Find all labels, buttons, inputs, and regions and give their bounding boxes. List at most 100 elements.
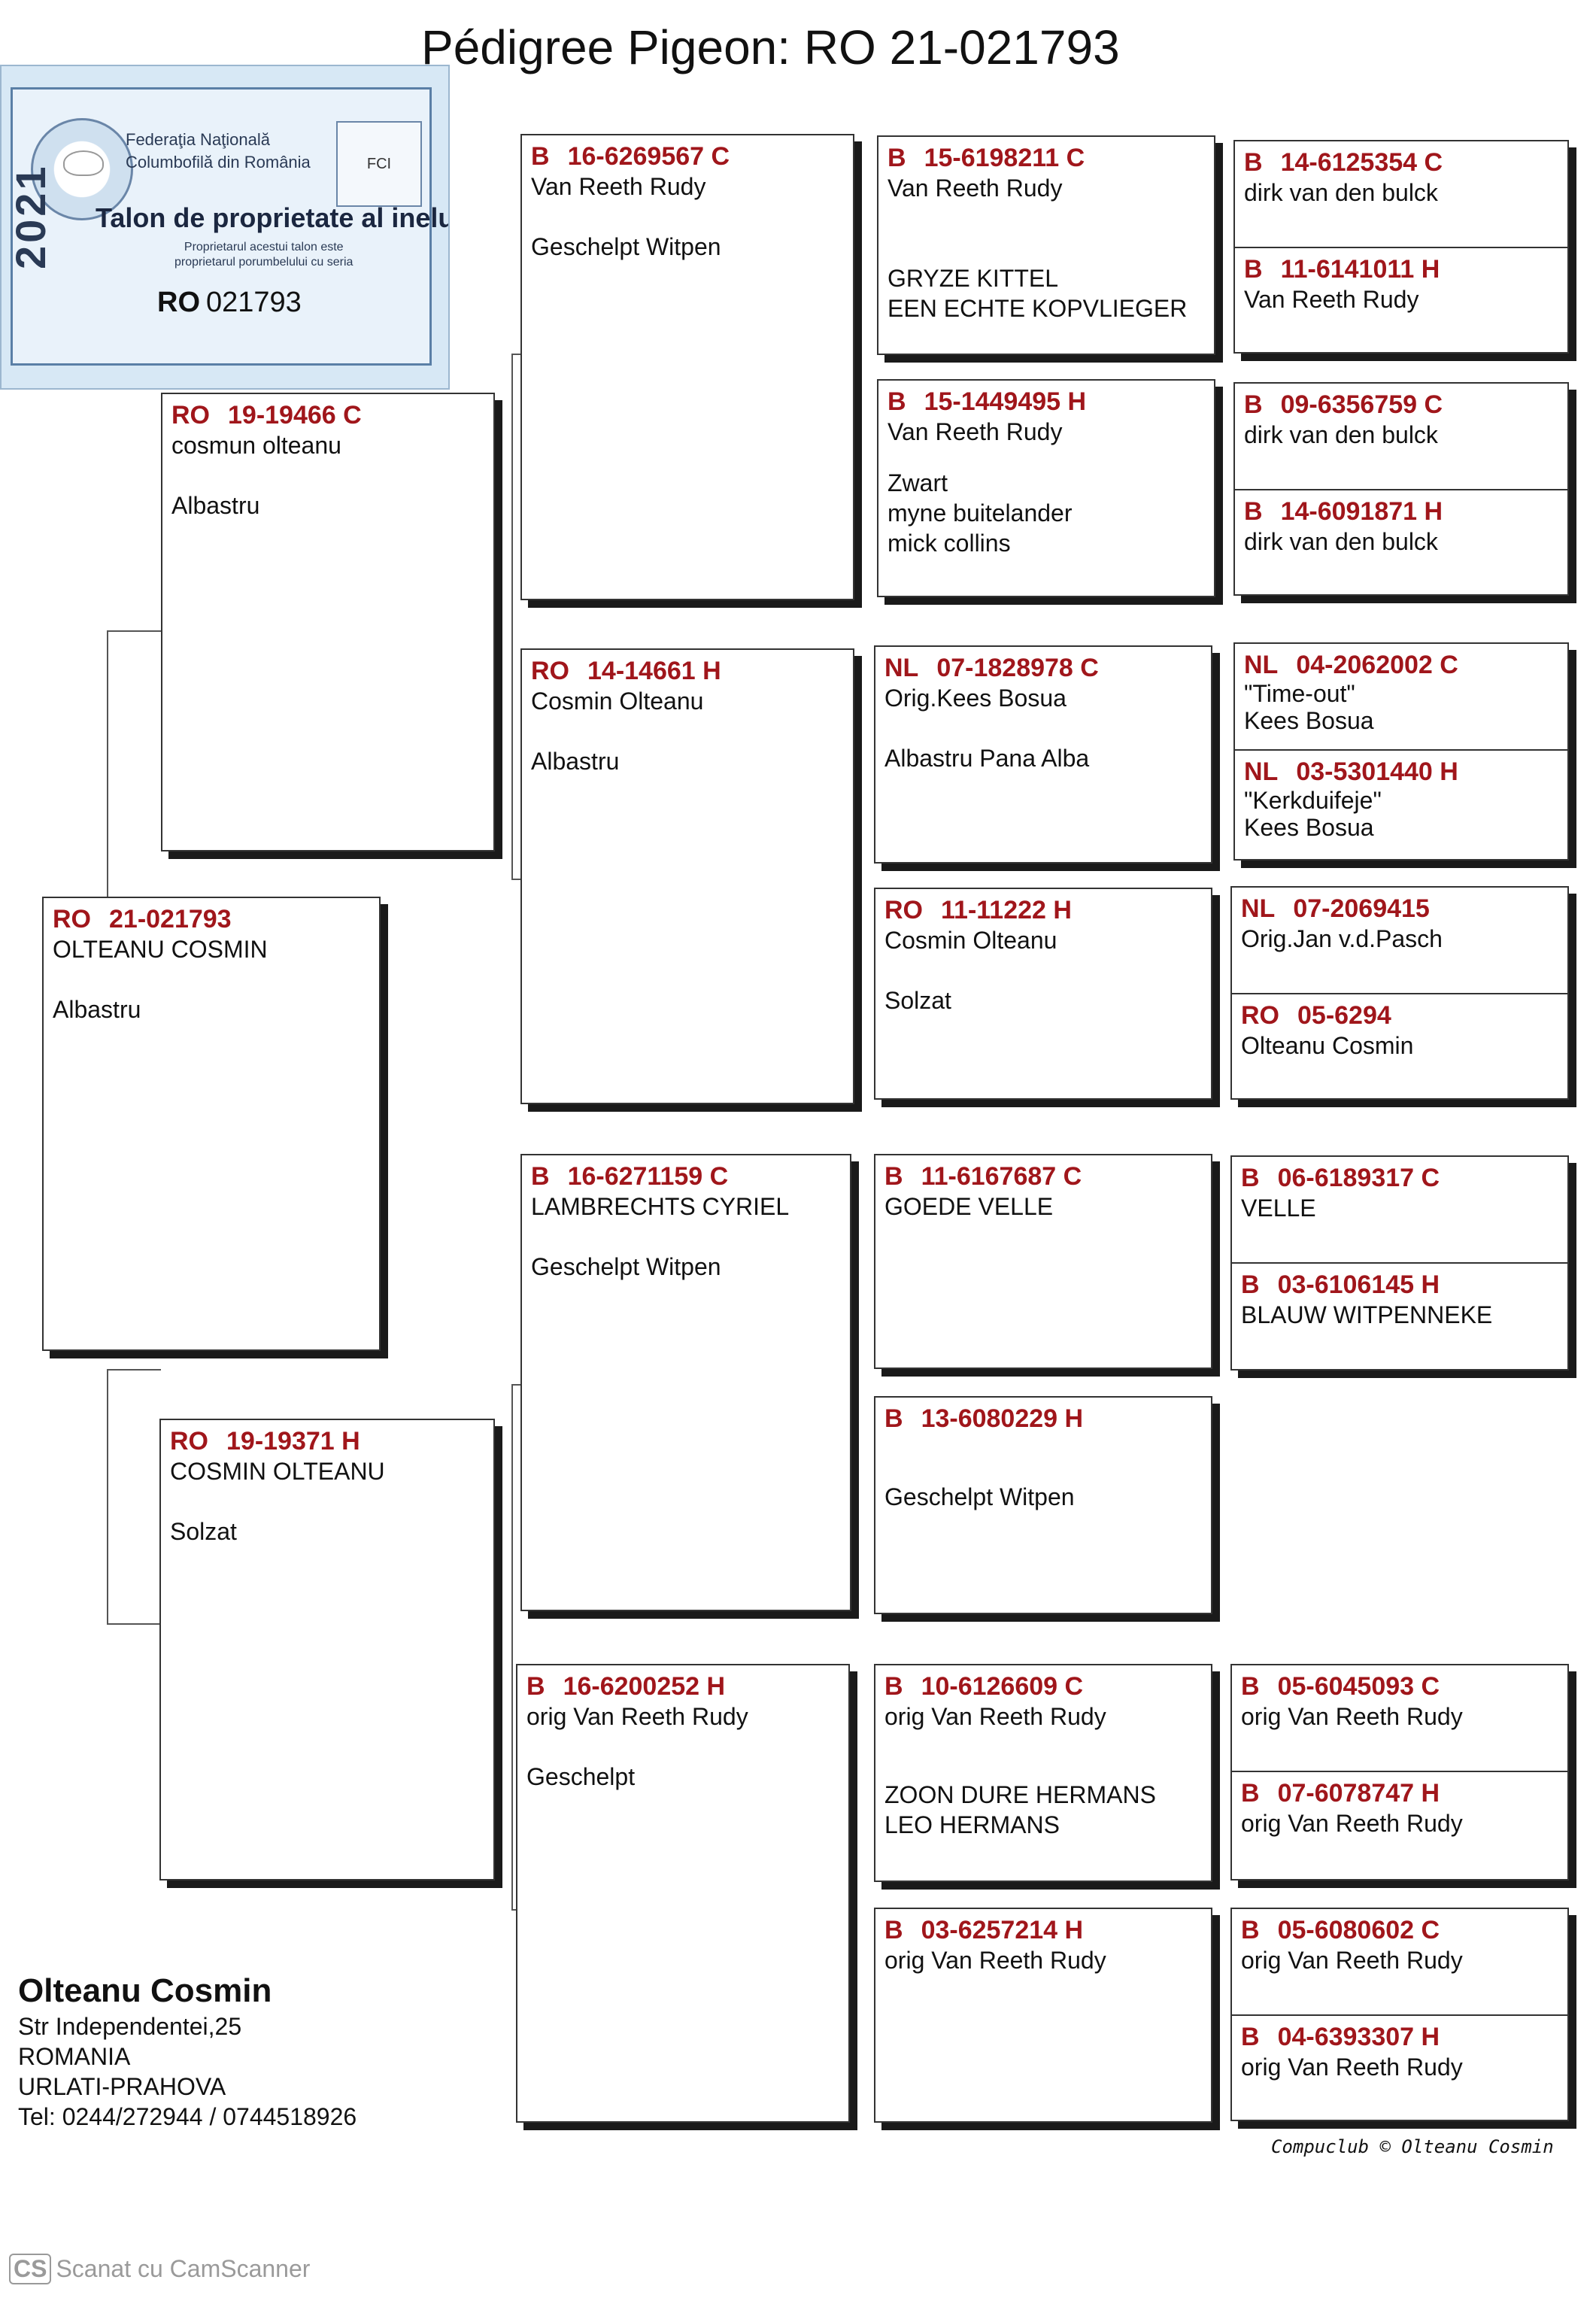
pigeon-name: "Time-out" — [1244, 680, 1355, 707]
pigeon-owner: orig Van Reeth Rudy — [1241, 1703, 1463, 1730]
owner-name: Olteanu Cosmin — [18, 1972, 272, 2009]
pigeon-owner: Van Reeth Rudy — [531, 173, 706, 200]
pigeon-color: Geschelpt Witpen — [531, 233, 721, 260]
pigeon-color: Albastru — [171, 492, 260, 519]
pigeon-color: Geschelpt Witpen — [531, 1253, 721, 1280]
page-title: Pédigree Pigeon: RO 21-021793 — [421, 20, 1120, 74]
card-year: 2021 — [7, 163, 54, 269]
owner-phone: Tel: 0244/272944 / 0744518926 — [18, 2103, 357, 2130]
owner-street: Str Independentei,25 — [18, 2013, 242, 2040]
owner-city: URLATI-PRAHOVA — [18, 2073, 226, 2100]
pigeon-owner: Cosmin Olteanu — [884, 927, 1057, 954]
pigeon-owner: dirk van den bulck — [1244, 179, 1438, 206]
pigeon-owner: OLTEANU COSMIN — [53, 936, 268, 963]
pigeon-owner: orig Van Reeth Rudy — [1241, 1947, 1463, 1974]
connector-dam — [107, 1369, 161, 1625]
pigeon-owner: orig Van Reeth Rudy — [884, 1947, 1106, 1974]
pigeon-owner: Van Reeth Rudy — [1244, 286, 1419, 313]
owner-country: ROMANIA — [18, 2043, 131, 2070]
pigeon-owner: Van Reeth Rudy — [888, 175, 1063, 202]
connector-gen2 — [511, 354, 520, 880]
pigeon-owner: orig Van Reeth Rudy — [526, 1703, 748, 1730]
pigeon-owner: orig Van Reeth Rudy — [884, 1703, 1106, 1730]
pigeon-owner: cosmun olteanu — [171, 432, 341, 459]
pigeon-note: myne buitelander — [888, 499, 1073, 527]
pigeon-owner: GOEDE VELLE — [884, 1193, 1054, 1220]
pigeon-owner: Olteanu Cosmin — [1241, 1032, 1414, 1059]
pigeon-note: mick collins — [888, 530, 1011, 557]
pigeon-owner: Kees Bosua — [1244, 707, 1374, 734]
ring-ownership-card: FCI Federaţia Naţională Columbofilă din … — [0, 65, 450, 390]
pigeon-owner: COSMIN OLTEANU — [170, 1458, 385, 1485]
card-note: Proprietarul acestui talon este propriet… — [174, 241, 353, 269]
pigeon-owner: dirk van den bulck — [1244, 528, 1438, 555]
software-credit: Compuclub © Olteanu Cosmin — [1271, 2136, 1554, 2157]
pigeon-owner: Van Reeth Rudy — [888, 418, 1063, 445]
pigeon-owner: Cosmin Olteanu — [531, 688, 704, 715]
connector-sire — [107, 630, 161, 903]
card-heading: Talon de proprietate al inelului — [96, 202, 450, 233]
pigeon-owner: Orig.Jan v.d.Pasch — [1241, 925, 1443, 952]
card-frame: FCI Federaţia Naţională Columbofilă din … — [11, 87, 448, 366]
pigeon-color: Albastru — [531, 748, 620, 775]
pigeon-note: Zwart — [888, 469, 948, 496]
pigeon-note: BLAUW WITPENNEKE — [1241, 1301, 1493, 1328]
pigeon-note: Geschelpt Witpen — [884, 1483, 1075, 1510]
owner-contact: Olteanu Cosmin Str Independentei,25 ROMA… — [18, 1971, 357, 2132]
pigeon-owner: Kees Bosua — [1244, 814, 1374, 841]
pigeon-note: Albastru Pana Alba — [884, 745, 1090, 772]
pigeon-owner: Orig.Kees Bosua — [884, 685, 1067, 712]
pigeon-color: Solzat — [170, 1518, 237, 1545]
pigeon-color: Geschelpt — [526, 1763, 636, 1790]
pigeon-color: Albastru — [53, 996, 141, 1023]
pigeon-note: GRYZE KITTEL — [888, 265, 1059, 292]
